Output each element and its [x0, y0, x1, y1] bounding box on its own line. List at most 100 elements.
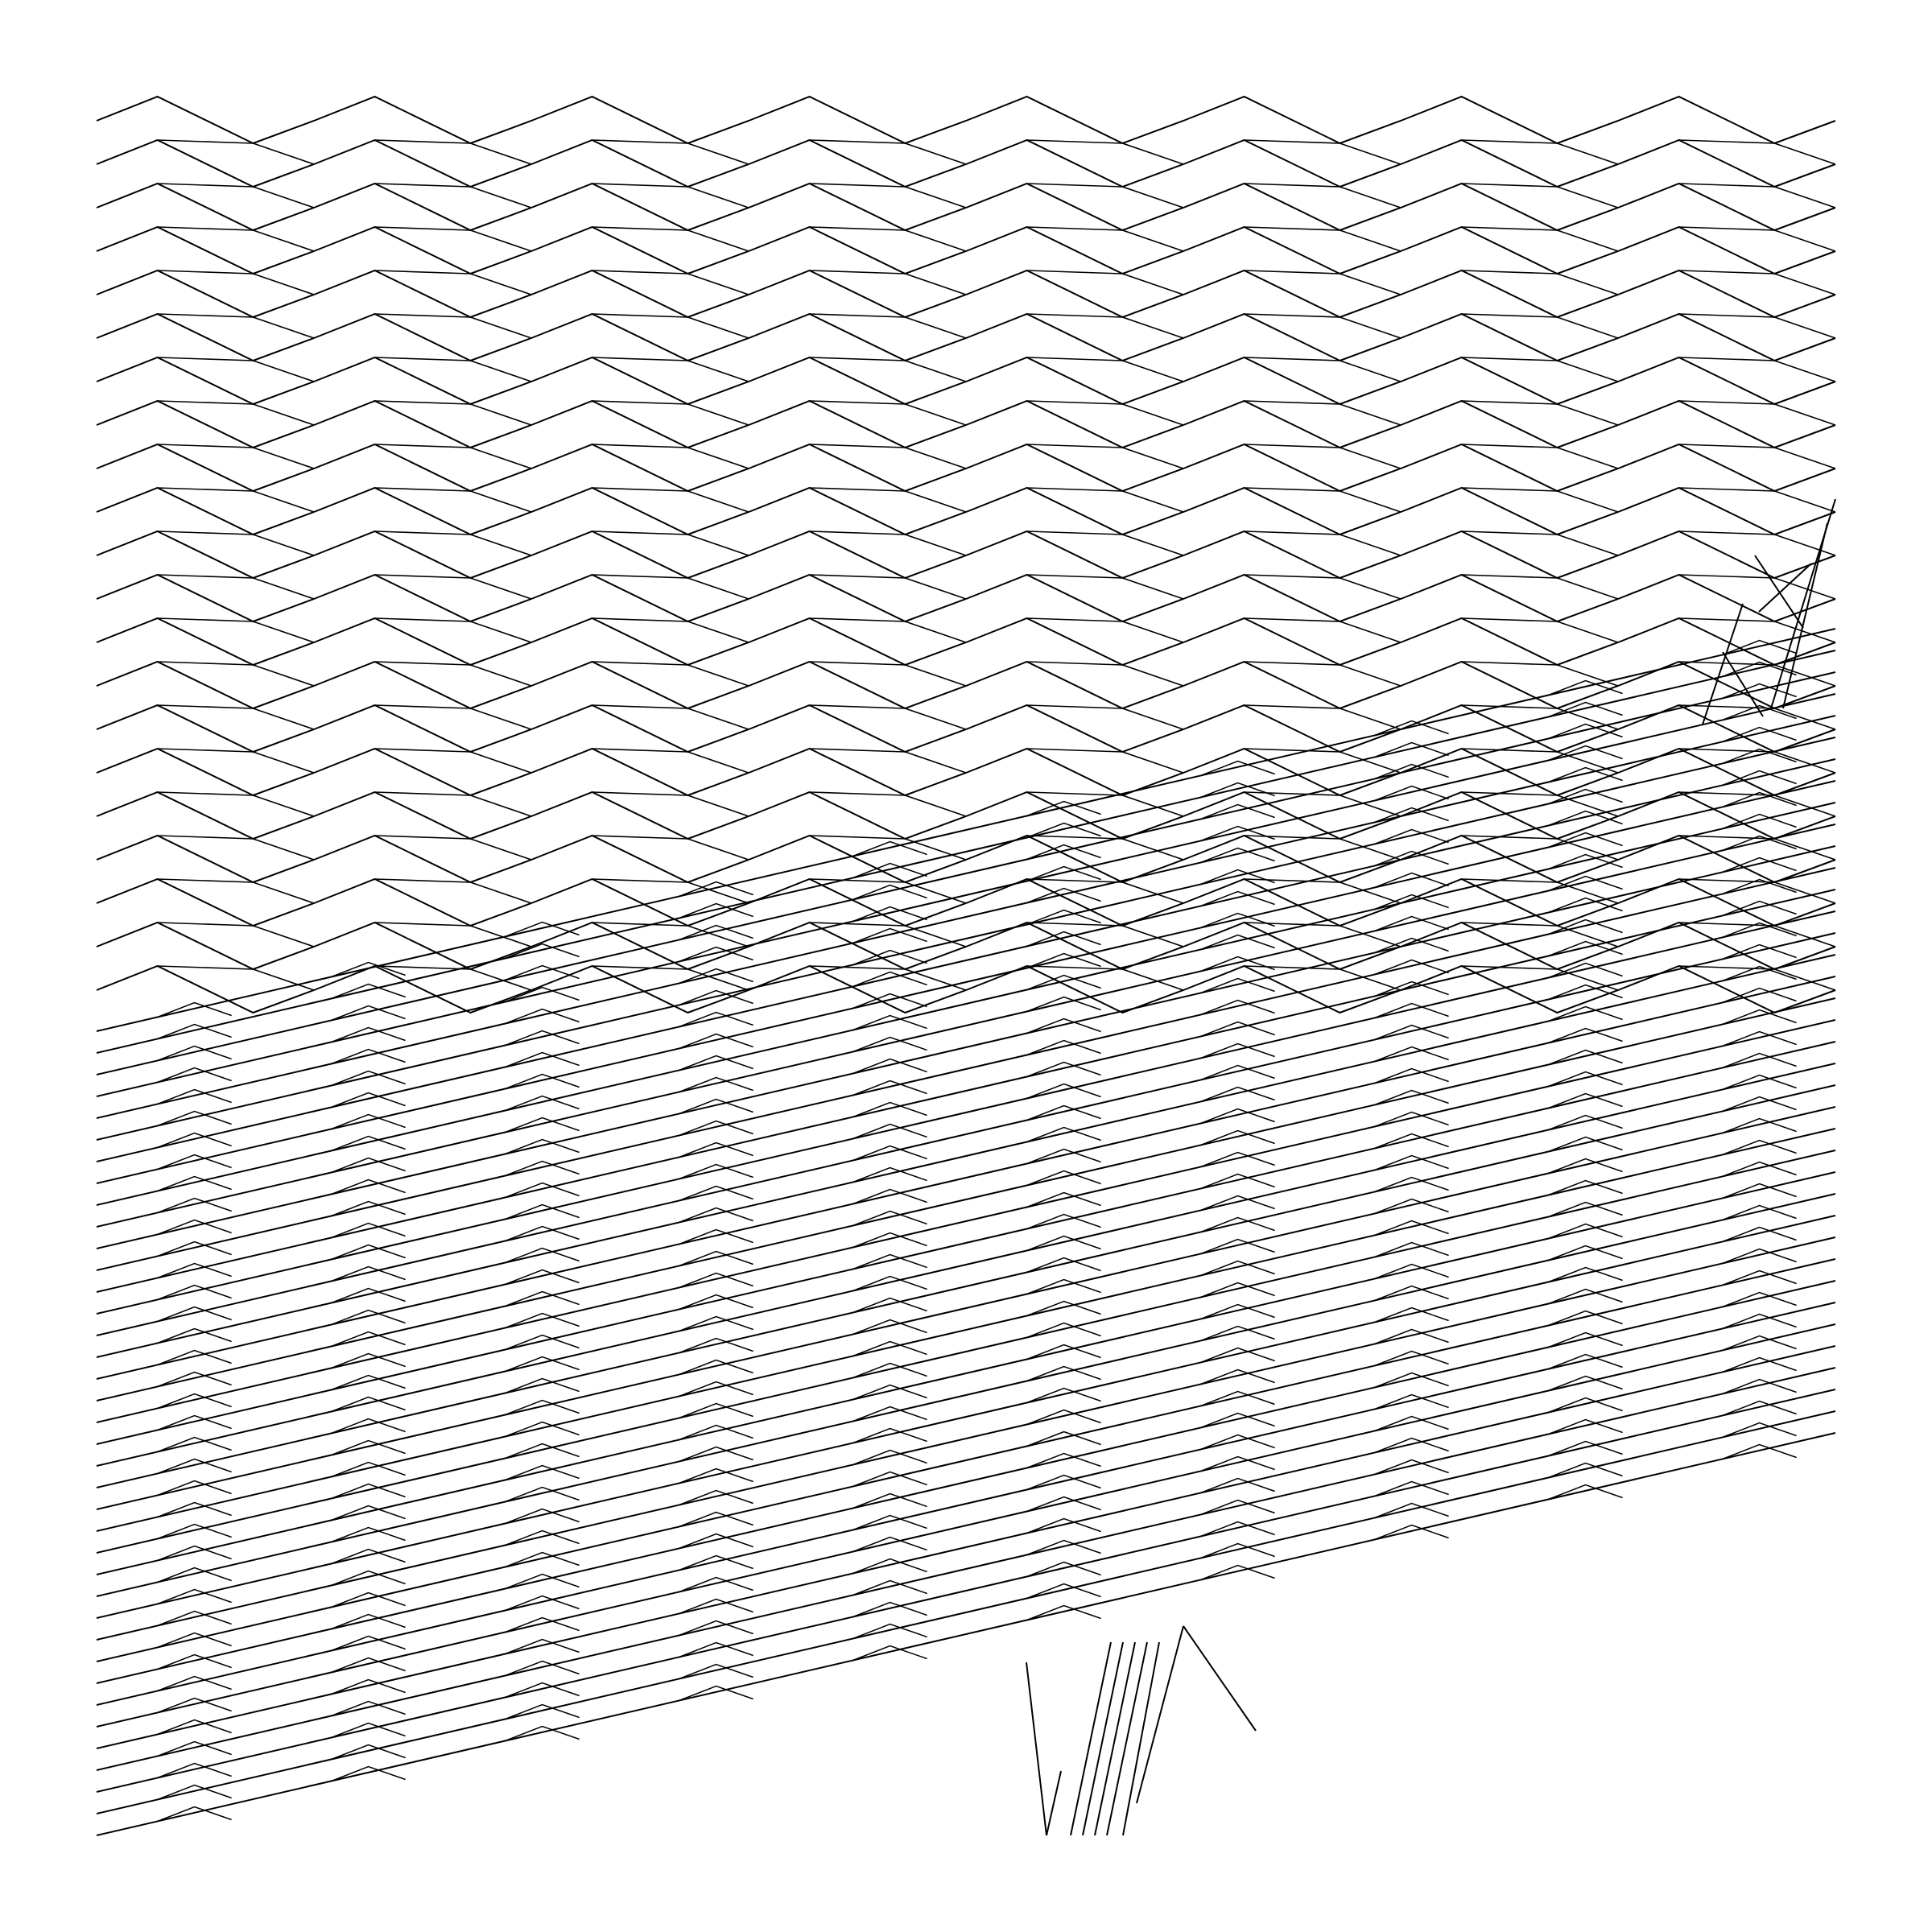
- chevron-facet: [1678, 617, 1775, 622]
- chevron-facet: [905, 664, 967, 687]
- strip-teeth: [157, 1226, 1797, 1605]
- strip-teeth: [157, 1422, 1797, 1801]
- chevron-facet: [1122, 925, 1184, 947]
- chevron-facet: [809, 617, 906, 622]
- spike-line: [1070, 1641, 1112, 1836]
- chevron-facet: [1244, 965, 1340, 970]
- chevron-facet: [809, 530, 906, 535]
- chevron-facet: [1340, 881, 1402, 904]
- chevron-facet: [1461, 357, 1558, 361]
- chevron-facet: [687, 142, 749, 165]
- diagonal-strip: [96, 954, 1836, 1358]
- diagonal-strip: [96, 1236, 1836, 1641]
- chevron-facet: [1557, 360, 1619, 382]
- spike-line: [1136, 1625, 1184, 1804]
- chevron-facet: [809, 922, 906, 927]
- chevron-facet: [1244, 835, 1340, 840]
- chevron-facet: [470, 968, 532, 991]
- chevron-facet: [1340, 795, 1402, 817]
- chevron-facet: [1557, 142, 1619, 165]
- chevron-facet: [157, 139, 254, 144]
- chevron-facet: [157, 704, 254, 709]
- chevron-facet: [157, 617, 254, 622]
- chevron-facet: [1461, 965, 1558, 970]
- chevron-facet: [157, 661, 254, 666]
- chevron-facet: [157, 270, 254, 275]
- chevron-facet: [1557, 577, 1619, 600]
- chevron-facet: [1774, 708, 1836, 730]
- chevron-facet: [253, 316, 315, 339]
- chevron-facet: [1340, 621, 1402, 643]
- strip-teeth: [157, 770, 1797, 1149]
- strip-teeth: [157, 1400, 1797, 1779]
- spike-line: [1094, 1641, 1136, 1836]
- chevron-facet: [1026, 574, 1123, 579]
- chevron-facet: [687, 447, 749, 469]
- chevron-facet: [592, 878, 688, 883]
- chevron-facet: [592, 704, 688, 709]
- strip-teeth: [157, 1313, 1797, 1692]
- chevron-facet: [1122, 708, 1184, 730]
- chevron-facet: [1244, 357, 1340, 361]
- chevron-facet: [1557, 447, 1619, 469]
- chevron-facet: [1774, 664, 1836, 687]
- chevron-facet: [253, 273, 315, 295]
- chevron-facet: [253, 968, 315, 991]
- chevron-facet: [470, 142, 532, 165]
- chevron-facet: [1340, 490, 1402, 513]
- diagonal-strip: [96, 1128, 1836, 1532]
- strip-teeth: [157, 1009, 1797, 1388]
- chevron-facet: [592, 617, 688, 622]
- chevron-facet: [687, 881, 749, 904]
- chevron-facet: [470, 316, 532, 339]
- chevron-facet: [592, 661, 688, 666]
- chevron-facet: [1678, 183, 1775, 188]
- chevron-facet: [905, 273, 967, 295]
- chevron-facet: [470, 838, 532, 861]
- chevron-facet: [374, 270, 471, 275]
- diagonal-strip: [96, 715, 1836, 1119]
- diagonal-strip: [96, 1063, 1836, 1467]
- chevron-facet: [374, 444, 471, 448]
- strip-teeth: [157, 791, 1797, 1170]
- chevron-facet: [1774, 447, 1836, 469]
- chevron-facet: [470, 925, 532, 947]
- chevron-facet: [1557, 534, 1619, 556]
- strip-teeth: [157, 1074, 1797, 1453]
- strip-teeth: [157, 1378, 1797, 1757]
- chevron-facet: [1026, 617, 1123, 622]
- chevron-facet: [1774, 360, 1836, 382]
- chevron-facet: [905, 577, 967, 600]
- chevron-facet: [374, 400, 471, 405]
- chevron-facet: [1244, 226, 1340, 231]
- chevron-facet: [1678, 704, 1775, 709]
- chevron-facet: [1122, 881, 1184, 904]
- lower-diagonal-strips: [96, 628, 1836, 1836]
- chevron-facet: [374, 704, 471, 709]
- chevron-facet: [809, 183, 906, 188]
- chevron-facet: [592, 226, 688, 231]
- chevron-facet: [253, 403, 315, 426]
- chevron-facet: [1340, 316, 1402, 339]
- chevron-facet: [1678, 922, 1775, 927]
- strip-teeth: [157, 1335, 1797, 1714]
- chevron-facet: [1678, 835, 1775, 840]
- chevron-facet: [253, 795, 315, 817]
- chevron-facet: [1026, 661, 1123, 666]
- chevron-facet: [157, 878, 254, 883]
- chevron-facet: [1340, 360, 1402, 382]
- chevron-facet: [1244, 922, 1340, 927]
- chevron-facet: [1557, 664, 1619, 687]
- chevron-facet: [687, 925, 749, 947]
- diagonal-strip: [96, 1215, 1836, 1619]
- strip-teeth: [157, 1443, 1797, 1823]
- chevron-facet: [1461, 400, 1558, 405]
- diagonal-strip: [96, 802, 1836, 1206]
- chevron-facet: [374, 183, 471, 188]
- chevron-facet: [1678, 400, 1775, 405]
- chevron-facet: [1557, 316, 1619, 339]
- chevron-facet: [1774, 968, 1836, 991]
- chevron-facet: [1026, 922, 1123, 927]
